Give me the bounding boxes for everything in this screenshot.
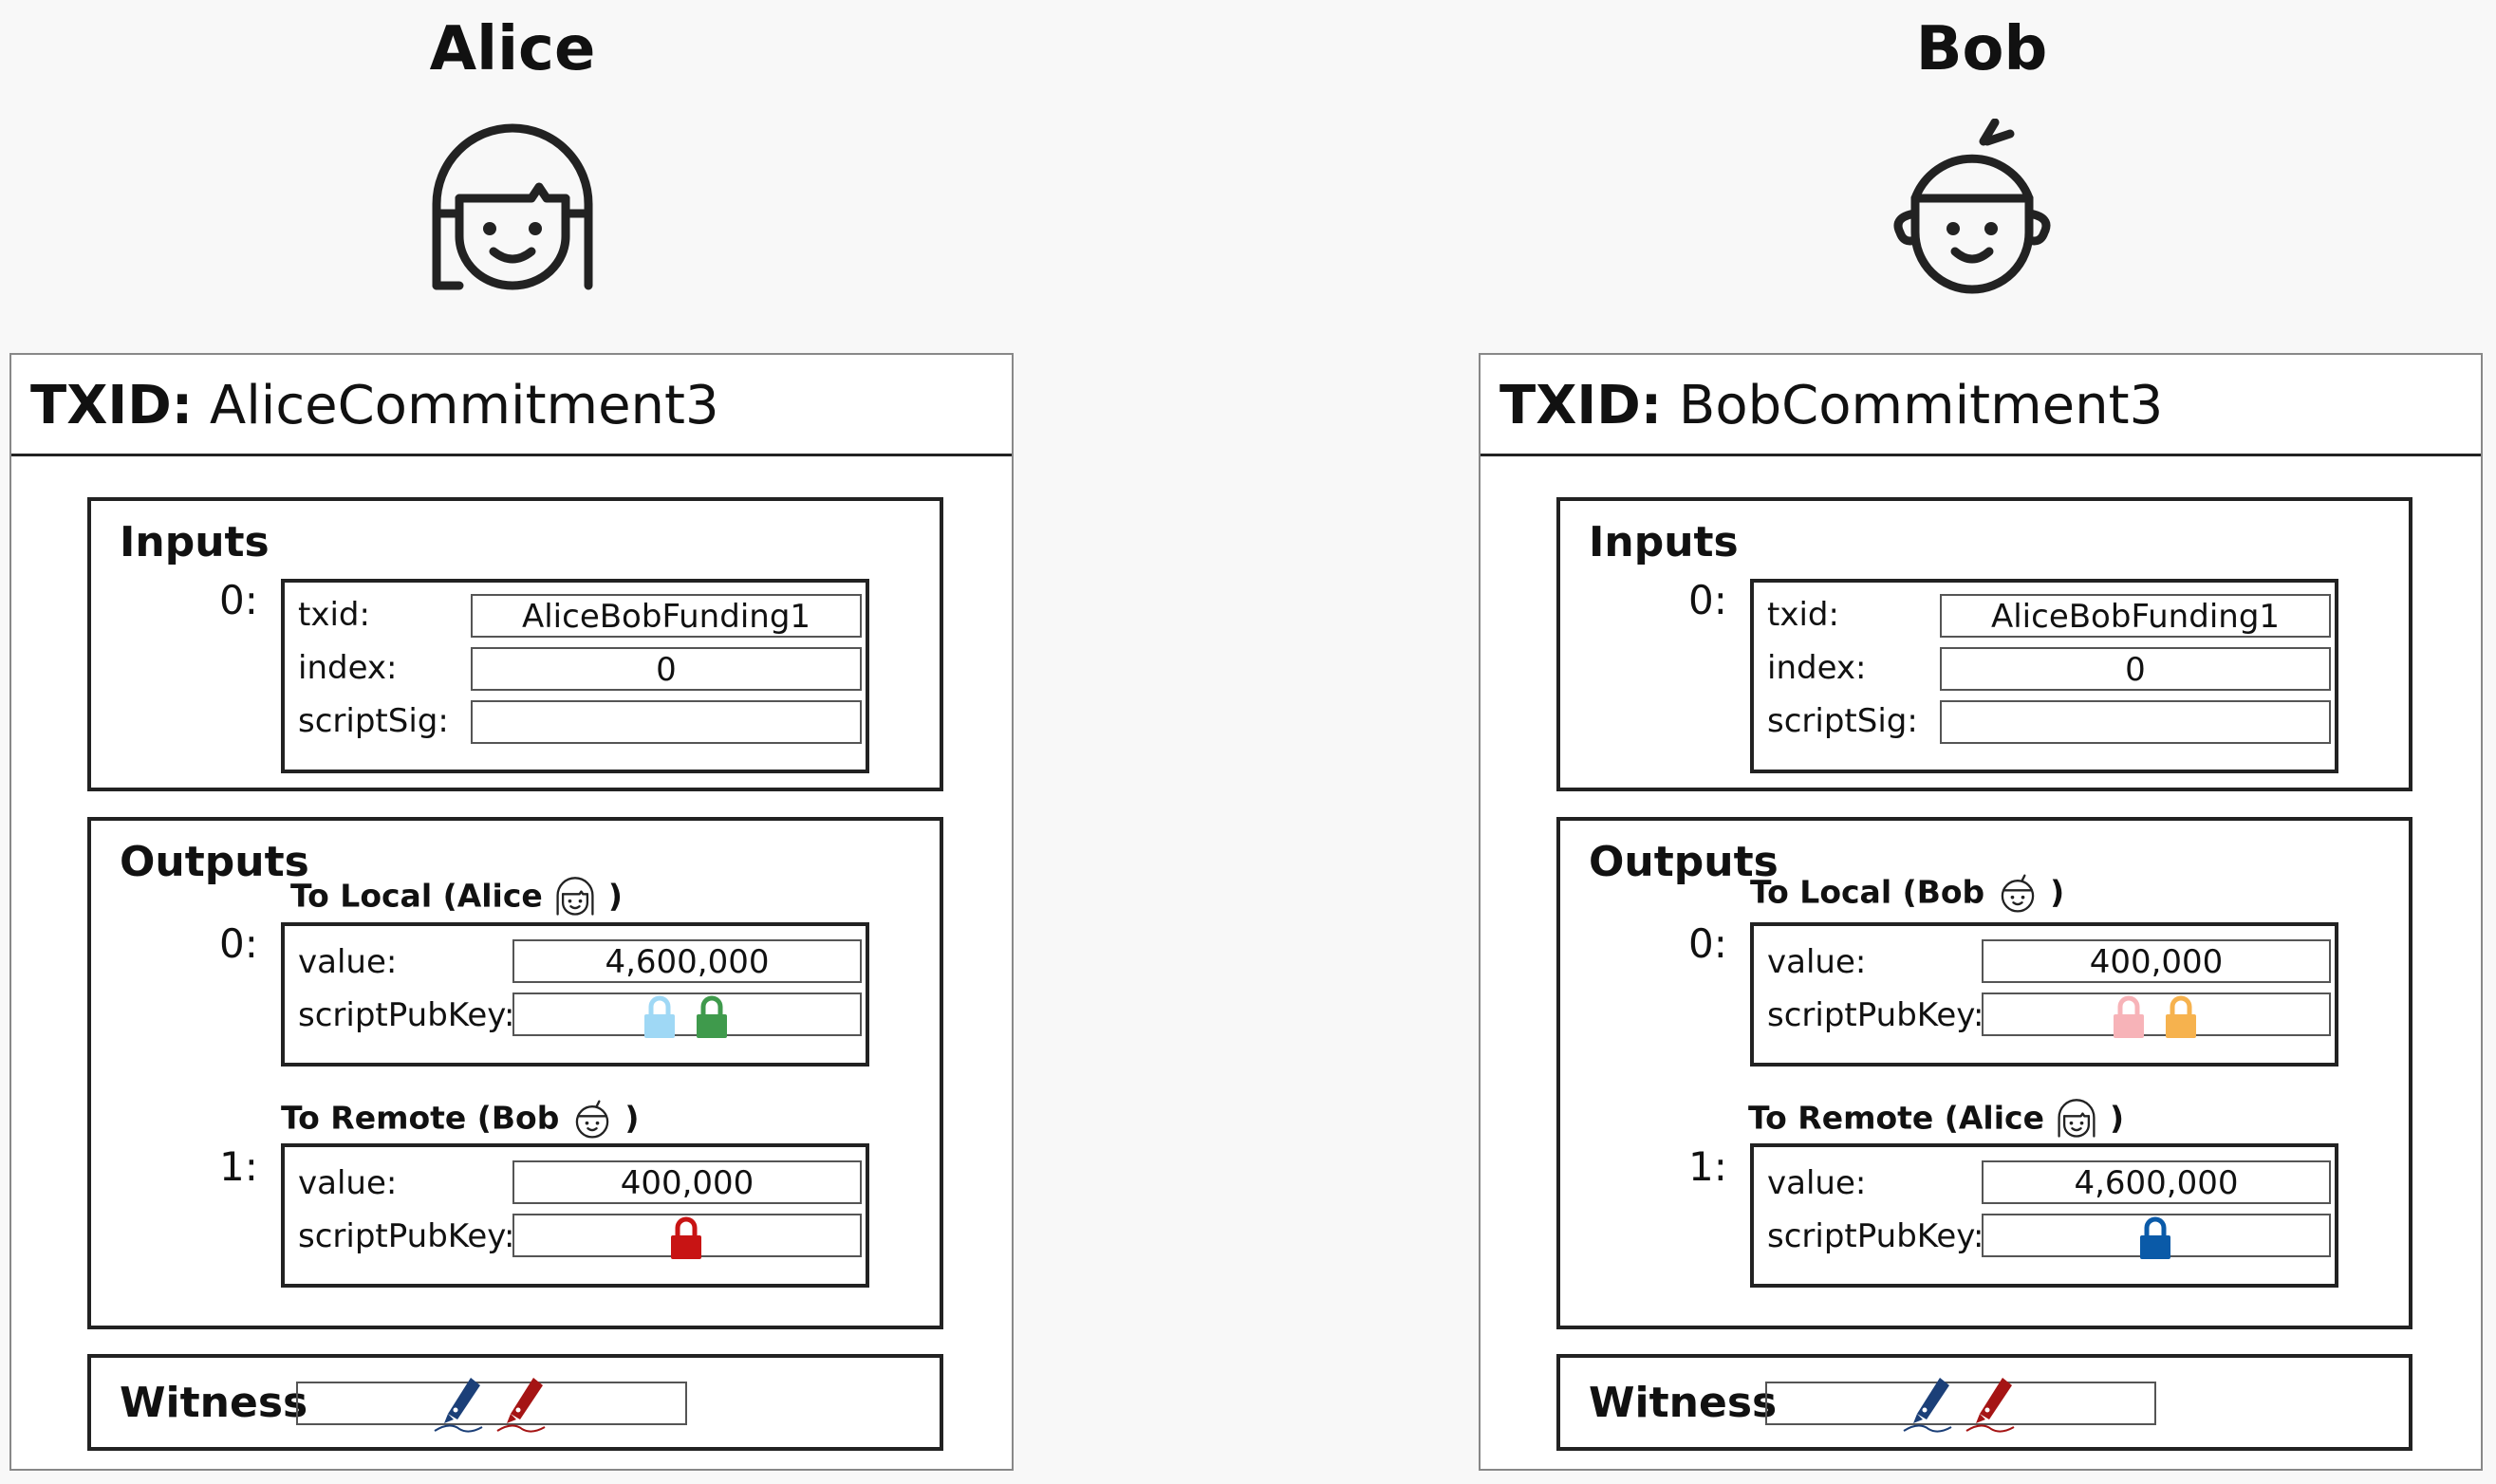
alice-face-icon xyxy=(2058,1099,2096,1138)
input-fields: txid: AliceBobFunding1 index: 0 scriptSi… xyxy=(281,579,869,773)
output-1-label: To Remote (Alice ) xyxy=(1748,1098,2124,1141)
inputs-section: Inputs 0: txid: AliceBobFunding1 index: … xyxy=(87,497,943,791)
output-0-label: To Local (Bob ) xyxy=(1750,872,2064,916)
output-0-scriptpubkey xyxy=(1982,992,2331,1038)
txid-header: TXID: BobCommitment3 xyxy=(1481,355,2481,456)
scriptpubkey-label: scriptPubKey: xyxy=(1767,996,1984,1034)
alice-face-icon xyxy=(556,877,594,916)
lock-icon xyxy=(2140,1216,2170,1259)
scriptsig-label: scriptSig: xyxy=(298,702,449,740)
witness-section: Witness xyxy=(87,1354,943,1451)
output-1-value: 400,000 xyxy=(512,1160,862,1204)
witness-section: Witness xyxy=(1556,1354,2412,1451)
scriptpubkey-label: scriptPubKey: xyxy=(1767,1217,1984,1255)
scriptsig-value xyxy=(471,700,862,744)
input-index-value: 0 xyxy=(1940,647,2331,691)
output-0-fields: value: 400,000 scriptPubKey: xyxy=(1750,922,2338,1067)
inputs-title: Inputs xyxy=(1589,518,1739,566)
transaction-box: TXID: BobCommitment3 Inputs 0: txid: Ali… xyxy=(1479,353,2483,1471)
scriptsig-label: scriptSig: xyxy=(1767,702,1918,740)
index-label: index: xyxy=(1767,649,1867,687)
witness-value xyxy=(1765,1378,2156,1433)
lock-icon xyxy=(697,995,727,1038)
party-name: Bob xyxy=(1915,14,2048,84)
index-label: index: xyxy=(298,649,398,687)
scriptsig-value xyxy=(1940,700,2331,744)
output-1-label-close: ) xyxy=(2109,1099,2125,1137)
bob-face-icon xyxy=(575,1100,609,1139)
inputs-title: Inputs xyxy=(120,518,270,566)
pen-icon xyxy=(434,1378,483,1433)
value-label: value: xyxy=(1767,1164,1867,1202)
txid-value: AliceCommitment3 xyxy=(209,375,719,436)
input-index-value: 0 xyxy=(471,647,862,691)
txid-label: txid: xyxy=(298,596,370,634)
output-0-label: To Local (Alice ) xyxy=(290,876,623,919)
output-1-scriptpubkey xyxy=(512,1214,862,1259)
output-1-fields: value: 4,600,000 scriptPubKey: xyxy=(1750,1143,2338,1288)
scriptpubkey-label: scriptPubKey: xyxy=(298,1217,515,1255)
bob-column: Bob TXID: BobCommitment3 Inputs 0: txid:… xyxy=(1479,0,2485,1484)
bob-face-icon xyxy=(1893,119,2051,294)
txid-key: TXID: xyxy=(1499,375,1663,436)
outputs-section: Outputs To Local (Alice ) 0: value: 4,6 xyxy=(87,817,943,1329)
lock-icon xyxy=(644,995,675,1038)
output-1-label-text: To Remote (Bob xyxy=(281,1099,560,1137)
witness-title: Witness xyxy=(1589,1379,1778,1427)
inputs-section: Inputs 0: txid: AliceBobFunding1 index: … xyxy=(1556,497,2412,791)
output-0-label-close: ) xyxy=(2050,873,2065,911)
output-0-label-text: To Local (Bob xyxy=(1750,873,1985,911)
value-label: value: xyxy=(298,1164,398,1202)
outputs-section: Outputs To Local (Bob ) 0: value: 400,0 xyxy=(1556,817,2412,1329)
alice-face-icon xyxy=(432,123,593,290)
pen-icon xyxy=(1965,1378,2015,1433)
output-1-fields: value: 400,000 scriptPubKey: xyxy=(281,1143,869,1288)
alice-column: Alice TXID: AliceCommitment3 Inputs 0: t… xyxy=(9,0,1015,1484)
txid-key: TXID: xyxy=(30,375,194,436)
input-fields: txid: AliceBobFunding1 index: 0 scriptSi… xyxy=(1750,579,2338,773)
pen-icon xyxy=(496,1378,546,1433)
outputs-title: Outputs xyxy=(120,838,309,886)
witness-title: Witness xyxy=(120,1379,308,1427)
output-0-label-text: To Local (Alice xyxy=(290,877,543,915)
txid-value: BobCommitment3 xyxy=(1678,375,2164,436)
lock-icon xyxy=(2114,995,2144,1038)
transaction-box: TXID: AliceCommitment3 Inputs 0: txid: A… xyxy=(9,353,1014,1471)
output-0-label-close: ) xyxy=(607,877,623,915)
output-1-index: 1: xyxy=(1688,1143,1727,1190)
lock-icon xyxy=(2166,995,2196,1038)
outputs-title: Outputs xyxy=(1589,838,1779,886)
output-1-index: 1: xyxy=(219,1143,258,1190)
value-label: value: xyxy=(298,943,398,981)
txid-header: TXID: AliceCommitment3 xyxy=(11,355,1012,456)
witness-value xyxy=(296,1378,687,1433)
output-0-scriptpubkey xyxy=(512,992,862,1038)
party-name: Alice xyxy=(429,14,596,84)
output-0-fields: value: 4,600,000 scriptPubKey: xyxy=(281,922,869,1067)
txid-label: txid: xyxy=(1767,596,1839,634)
input-txid-value: AliceBobFunding1 xyxy=(471,594,862,638)
scriptpubkey-label: scriptPubKey: xyxy=(298,996,515,1034)
bob-face-icon xyxy=(2001,874,2034,913)
input-txid-value: AliceBobFunding1 xyxy=(1940,594,2331,638)
input-index: 0: xyxy=(219,577,258,623)
lock-icon xyxy=(671,1216,701,1259)
pen-icon xyxy=(1903,1378,1952,1433)
output-0-index: 0: xyxy=(219,920,258,967)
output-1-value: 4,600,000 xyxy=(1982,1160,2331,1204)
output-1-label-text: To Remote (Alice xyxy=(1748,1099,2044,1137)
output-1-label-close: ) xyxy=(624,1099,640,1137)
input-index: 0: xyxy=(1688,577,1727,623)
value-label: value: xyxy=(1767,943,1867,981)
output-1-label: To Remote (Bob ) xyxy=(281,1098,639,1141)
output-0-index: 0: xyxy=(1688,920,1727,967)
output-1-scriptpubkey xyxy=(1982,1214,2331,1259)
output-0-value: 400,000 xyxy=(1982,939,2331,983)
output-0-value: 4,600,000 xyxy=(512,939,862,983)
